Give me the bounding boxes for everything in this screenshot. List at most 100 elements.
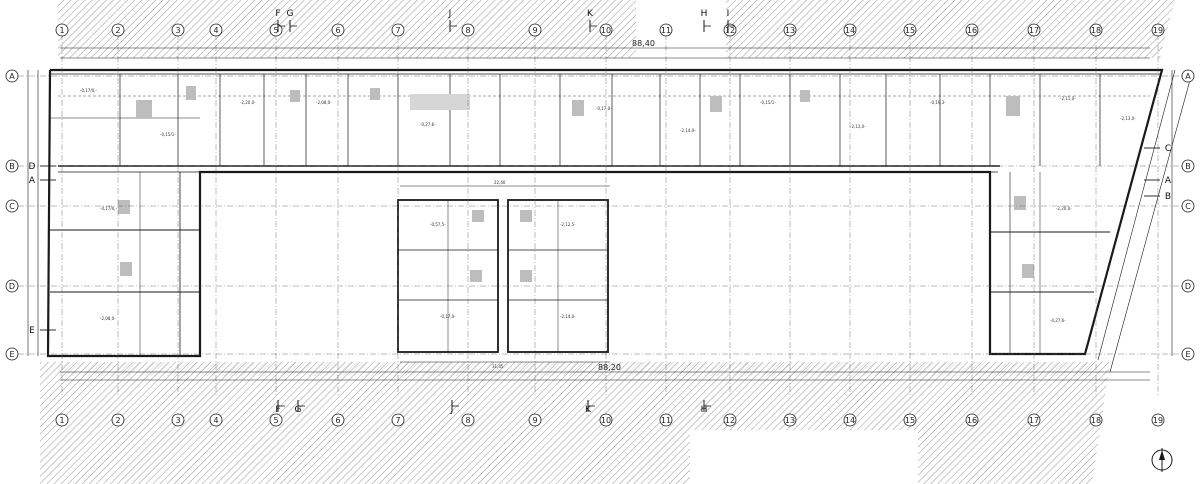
svg-text:4: 4 — [213, 416, 218, 425]
room-level-tag: -2,20,0- — [1056, 206, 1072, 211]
svg-text:10: 10 — [601, 416, 611, 425]
svg-text:C: C — [9, 202, 15, 211]
grid-column-bubble-8: 8 — [461, 413, 475, 427]
svg-text:1: 1 — [59, 26, 64, 35]
grid-column-bubble-15: 15 — [903, 413, 917, 427]
room-level-tag: -0,19,3- — [930, 100, 946, 105]
svg-text:2: 2 — [115, 416, 120, 425]
grid-column-bubble-9: 9 — [528, 23, 542, 37]
room-level-tag: -0,17,0- — [440, 314, 456, 319]
grid-row-bubble-E: E — [1181, 347, 1195, 361]
section-marker-F: F — [275, 9, 285, 32]
courtyard-dimension-top: 22,40 — [494, 180, 506, 185]
room-level-tag: -2,11,0- — [1060, 96, 1076, 101]
svg-text:5: 5 — [273, 26, 278, 35]
fixtures — [118, 86, 1034, 282]
svg-text:3: 3 — [175, 26, 180, 35]
room-level-tag: -0,27,6- — [1050, 318, 1066, 323]
svg-text:A: A — [1185, 72, 1191, 81]
overall-dimension-bottom: 88,20 — [598, 363, 621, 372]
grid-column-bubble-12: 12 — [723, 23, 737, 37]
svg-text:B: B — [1165, 192, 1171, 202]
svg-text:D: D — [29, 162, 36, 172]
svg-text:13: 13 — [785, 26, 795, 35]
svg-text:E: E — [29, 326, 35, 336]
svg-text:A: A — [1165, 176, 1172, 186]
svg-text:19: 19 — [1153, 26, 1163, 35]
svg-text:I: I — [727, 9, 730, 19]
svg-text:7: 7 — [395, 26, 400, 35]
svg-text:6: 6 — [335, 26, 340, 35]
section-marker-G: G — [295, 400, 305, 415]
svg-text:7: 7 — [395, 416, 400, 425]
section-marker-H: H — [701, 9, 711, 32]
grid-column-bubble-14: 14 — [843, 23, 857, 37]
svg-text:10: 10 — [601, 26, 611, 35]
svg-text:A: A — [9, 72, 15, 81]
room-level-tag: -0,17,0- — [596, 106, 612, 111]
room-level-tag: -2,20,0- — [240, 100, 256, 105]
room-level-tag: -2,13,0- — [1120, 116, 1136, 121]
grid-column-bubble-1: 1 — [55, 23, 69, 37]
room-level-tag: -2,14,0- — [560, 314, 576, 319]
grid-column-bubble-5: 5 — [269, 413, 283, 427]
structural-grid — [18, 34, 1182, 396]
svg-text:A: A — [29, 176, 36, 186]
grid-column-bubble-2: 2 — [111, 413, 125, 427]
building-outline — [46, 68, 1191, 373]
svg-text:B: B — [9, 162, 15, 171]
section-marker-right-B: B — [1144, 192, 1171, 202]
room-level-tag: -2,12,5- — [560, 222, 576, 227]
grid-row-bubble-E: E — [5, 347, 19, 361]
section-marker-left-D: D — [29, 162, 56, 172]
grid-row-bubble-C: C — [1181, 199, 1195, 213]
grid-row-bubble-A: A — [5, 69, 19, 83]
svg-text:4: 4 — [213, 26, 218, 35]
grid-column-bubble-17: 17 — [1027, 413, 1041, 427]
svg-text:E: E — [1185, 350, 1190, 359]
svg-text:1: 1 — [59, 416, 64, 425]
section-marker-K: K — [587, 9, 597, 32]
grid-column-bubble-9: 9 — [528, 413, 542, 427]
svg-text:E: E — [9, 350, 14, 359]
room-level-tag: -2,13,0- — [850, 124, 866, 129]
svg-text:15: 15 — [905, 26, 915, 35]
svg-text:5: 5 — [273, 416, 278, 425]
svg-text:9: 9 — [532, 416, 537, 425]
grid-column-bubble-7: 7 — [391, 23, 405, 37]
grid-column-bubble-17: 17 — [1027, 23, 1041, 37]
room-level-tag: -2,08,0- — [316, 100, 332, 105]
grid-column-bubble-4: 4 — [209, 23, 223, 37]
grid-row-bubble-A: A — [1181, 69, 1195, 83]
grid-column-bubble-8: 8 — [461, 23, 475, 37]
svg-text:C: C — [1185, 202, 1191, 211]
grid-column-bubble-18: 18 — [1089, 413, 1103, 427]
grid-column-bubble-2: 2 — [111, 23, 125, 37]
svg-text:D: D — [9, 282, 15, 291]
svg-text:H: H — [701, 9, 708, 19]
dimension-lines — [27, 47, 1173, 381]
svg-text:12: 12 — [725, 26, 735, 35]
svg-text:B: B — [1185, 162, 1191, 171]
svg-text:11: 11 — [661, 416, 671, 425]
svg-text:3: 3 — [175, 416, 180, 425]
svg-text:16: 16 — [967, 416, 977, 425]
svg-text:14: 14 — [845, 416, 855, 425]
svg-text:18: 18 — [1091, 26, 1101, 35]
svg-text:K: K — [587, 9, 594, 19]
svg-text:9: 9 — [532, 26, 537, 35]
section-marker-left-E: E — [29, 326, 56, 336]
grid-column-bubble-6: 6 — [331, 23, 345, 37]
section-markers-left: DA E — [29, 162, 56, 336]
grid-row-bubble-D: D — [1181, 279, 1195, 293]
grid-column-bubble-10: 10 — [599, 23, 613, 37]
grid-column-bubble-11: 11 — [659, 413, 673, 427]
grid-column-bubble-4: 4 — [209, 413, 223, 427]
grid-column-bubble-5: 5 — [269, 23, 283, 37]
svg-text:17: 17 — [1029, 416, 1039, 425]
room-level-tag: -0,17/0,- — [100, 206, 118, 211]
grid-column-bubble-18: 18 — [1089, 23, 1103, 37]
